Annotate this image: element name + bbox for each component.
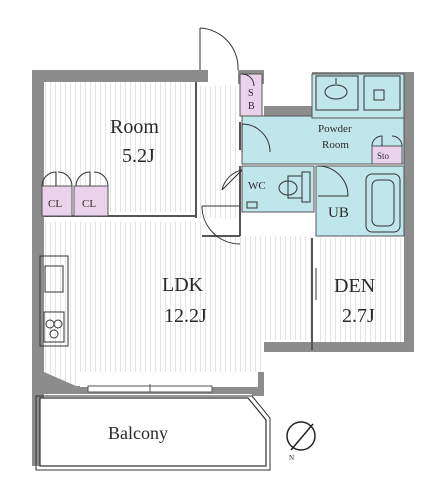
storage-sto [371, 145, 403, 165]
balcony-area [39, 397, 267, 467]
handwash-icon [246, 201, 258, 209]
stove-burner-icon [53, 319, 63, 329]
corridor-floor [200, 86, 240, 218]
ldk-size-label: 12.2J [164, 305, 207, 327]
washer-icon [363, 75, 401, 111]
closet-door-swings [41, 73, 403, 187]
powder-label-line1: Powder [318, 123, 352, 135]
balcony-label: Balcony [108, 423, 168, 443]
wet-areas [241, 73, 405, 237]
den-size-label: 2.7J [342, 305, 375, 327]
room-name-label: Room [110, 116, 159, 138]
closet-right [73, 185, 109, 217]
shoe-box-label-top: S [248, 88, 254, 99]
closet-left [41, 185, 73, 217]
windows [87, 384, 213, 393]
shoe-box-label-bottom: B [248, 101, 255, 112]
powder-label-line2: Room [322, 139, 349, 151]
wc-label: WC [248, 180, 266, 192]
ub-label: UB [328, 205, 349, 221]
closet-left-label: CL [48, 198, 62, 210]
wc-door [221, 169, 243, 191]
closets [41, 73, 403, 217]
ub-area [315, 165, 405, 237]
den-floor [316, 238, 404, 342]
kitchen-sink-icon [44, 265, 64, 293]
shoe-box [239, 73, 263, 117]
ub-door [317, 165, 349, 197]
stove-burner-icon [49, 329, 59, 339]
sto-label: Sto [377, 151, 390, 161]
doors [199, 27, 349, 300]
room-size-label: 5.2J [122, 145, 155, 167]
room-door [201, 205, 241, 245]
den-name-label: DEN [334, 275, 375, 297]
compass-icon: N [286, 421, 316, 462]
powder-door [241, 123, 271, 153]
kitchen [39, 255, 69, 347]
sink-icon [315, 75, 359, 111]
toilet-icon [278, 171, 311, 203]
kitchen-counter [39, 255, 69, 347]
closet-right-label: CL [82, 198, 96, 210]
ldk-floor [44, 222, 312, 386]
entrance-door [199, 27, 239, 71]
bathtub-icon [365, 173, 401, 233]
compass-label: N [289, 454, 294, 462]
ldk-name-label: LDK [162, 274, 204, 296]
